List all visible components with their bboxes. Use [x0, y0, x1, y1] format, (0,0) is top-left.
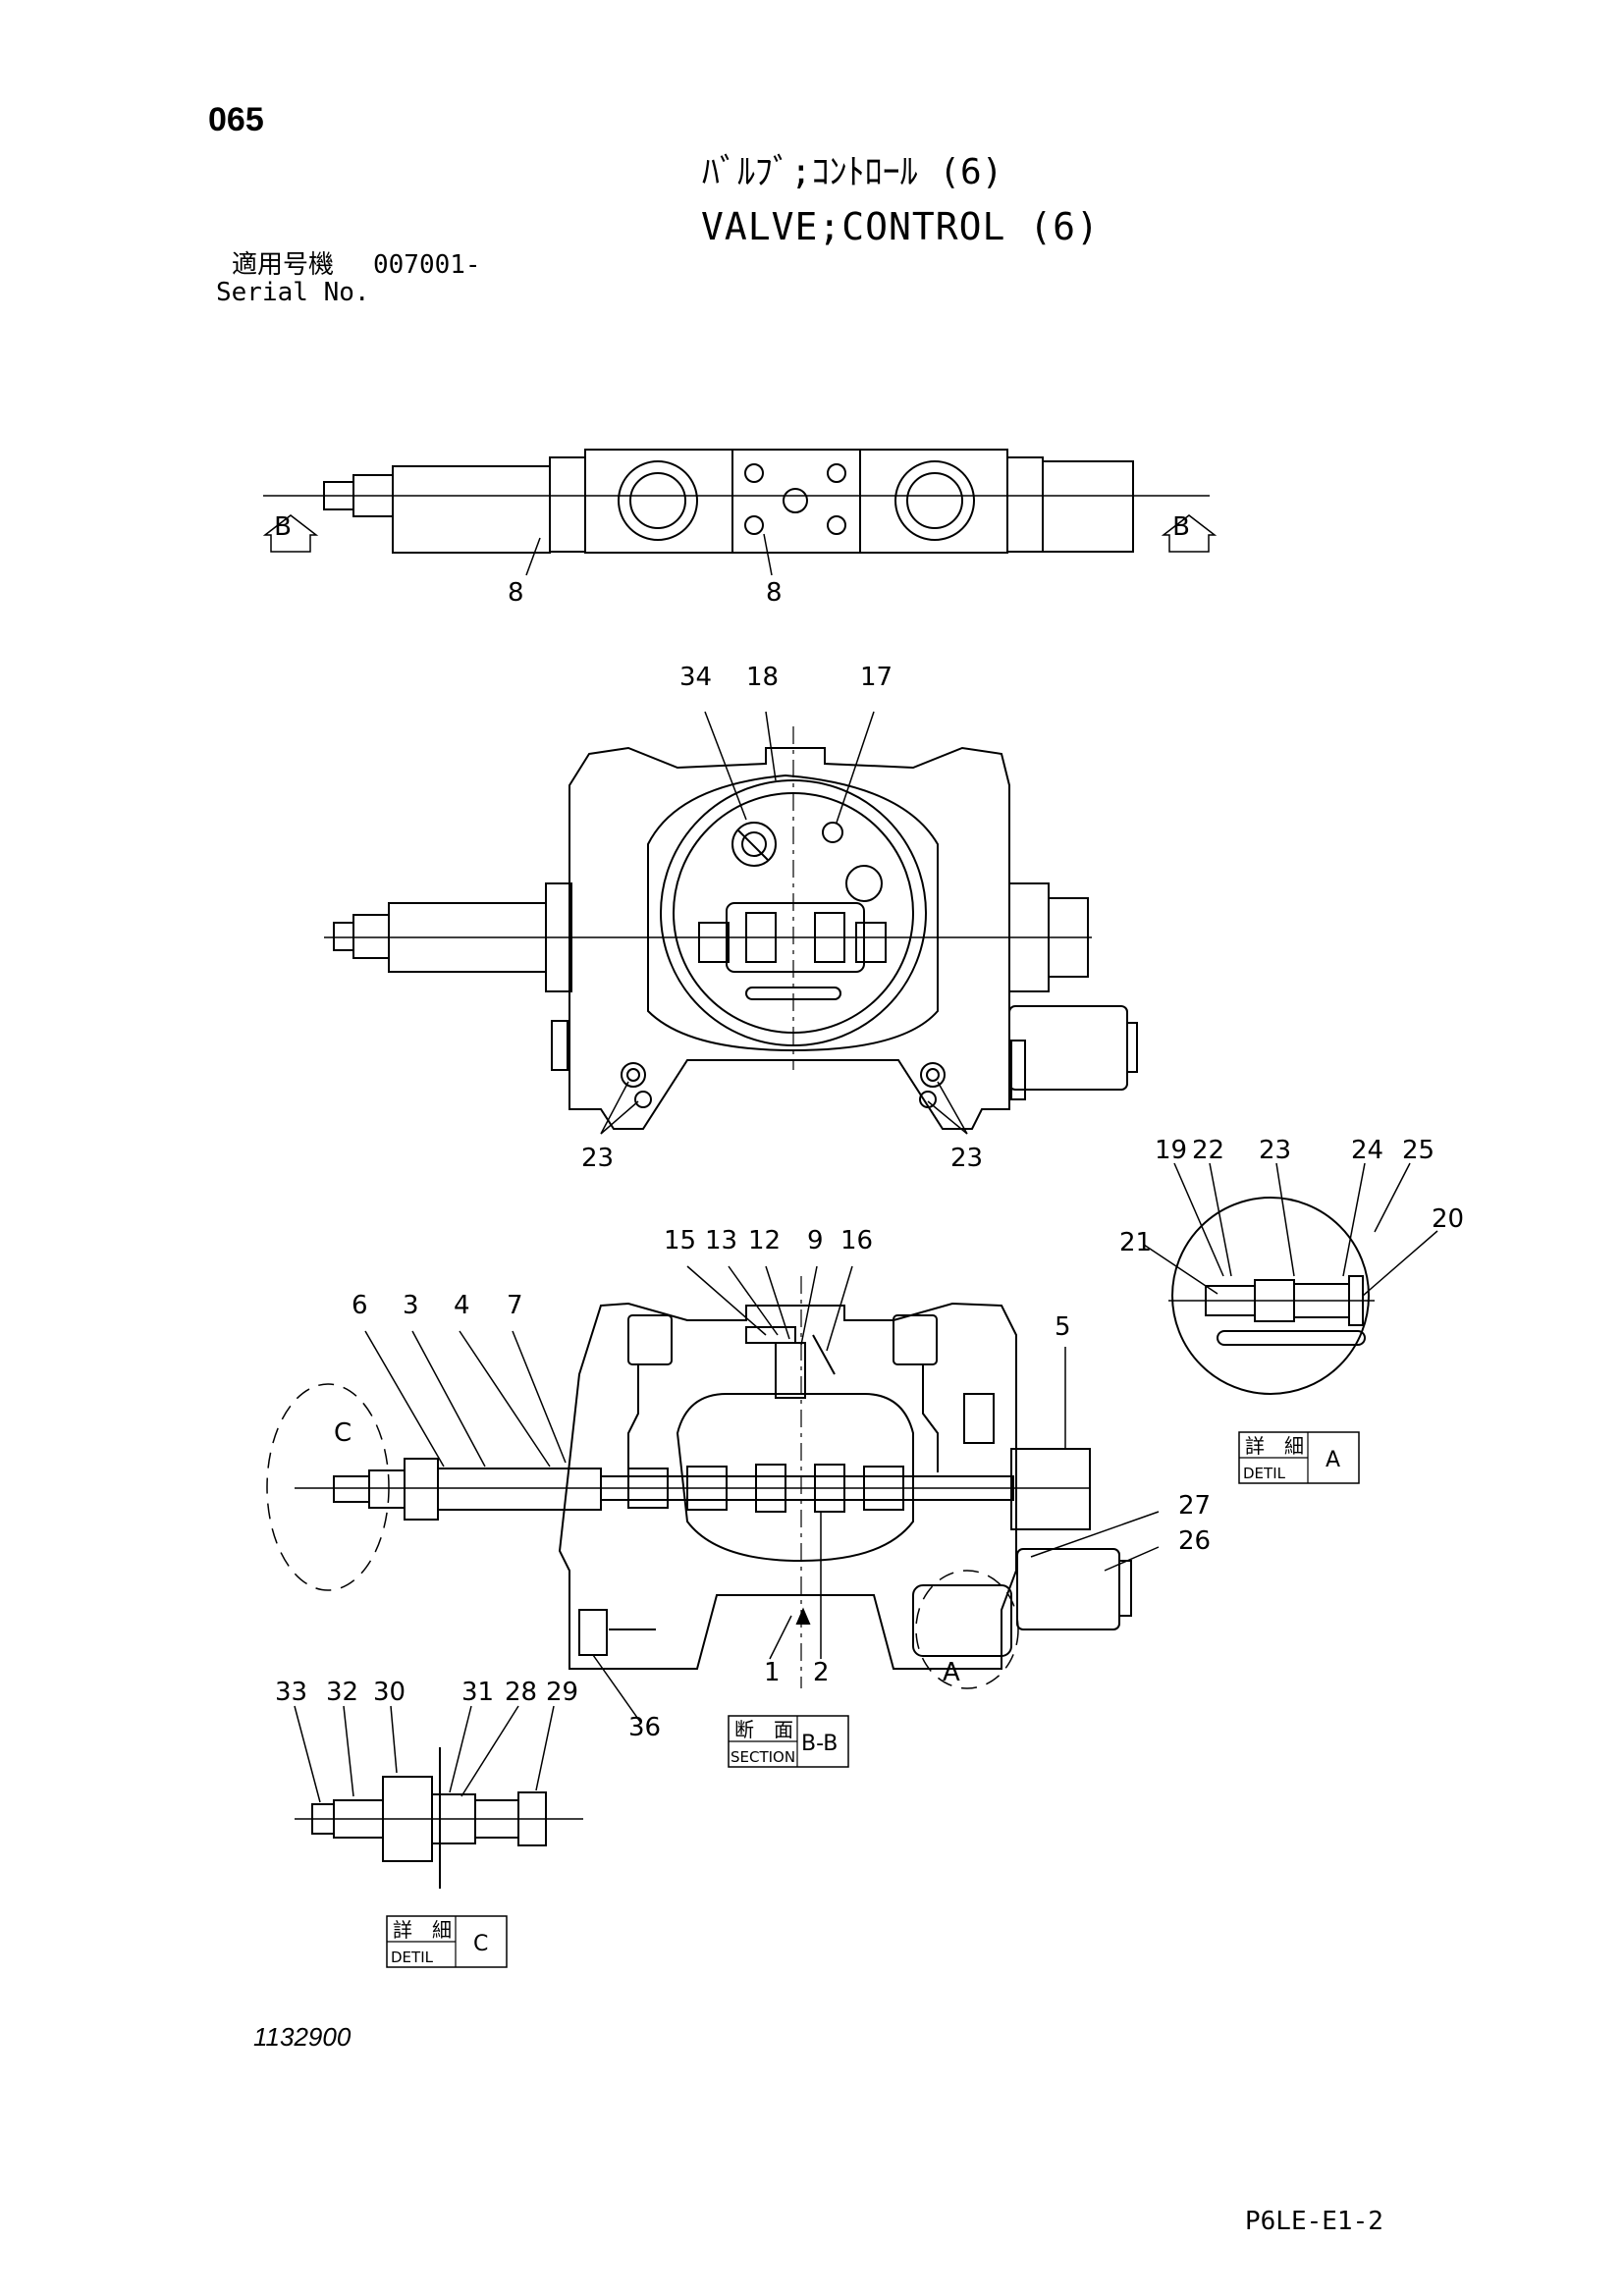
callout-1: 1 — [764, 1658, 781, 1687]
detail-c-box-jp: 詳 細 — [393, 1918, 452, 1942]
callout-26: 26 — [1178, 1526, 1211, 1556]
section-bb-box — [728, 1715, 849, 1768]
callout-4: 4 — [454, 1291, 470, 1320]
detail-a-box-jp: 詳 細 — [1245, 1434, 1304, 1458]
callout-34: 34 — [679, 663, 712, 692]
front-view — [324, 711, 1138, 1135]
title-english: VALVE;CONTROL (6) — [701, 205, 1100, 248]
callout-24: 24 — [1351, 1136, 1383, 1165]
callout-8-right: 8 — [766, 578, 783, 608]
callout-5: 5 — [1055, 1312, 1071, 1342]
callout-19: 19 — [1155, 1136, 1187, 1165]
serial-value: 007001- — [373, 250, 481, 280]
callout-23-right: 23 — [950, 1144, 983, 1173]
detail-c-view — [294, 1705, 583, 1889]
detail-c-marker: C — [334, 1418, 352, 1448]
serial-label-japanese: 適用号機 — [232, 250, 335, 280]
detail-c-box — [386, 1915, 508, 1968]
callout-31: 31 — [461, 1678, 494, 1707]
callout-36: 36 — [628, 1713, 661, 1742]
callout-30: 30 — [373, 1678, 406, 1707]
callout-28: 28 — [505, 1678, 537, 1707]
callout-23-left: 23 — [581, 1144, 614, 1173]
callout-17: 17 — [860, 663, 893, 692]
detail-a-box-letter: A — [1326, 1448, 1340, 1472]
detail-a-box — [1238, 1431, 1360, 1484]
callout-2: 2 — [813, 1658, 830, 1687]
sheet-code: P6LE-E1-2 — [1245, 2207, 1383, 2236]
title-japanese: ﾊﾞﾙﾌﾞ;ｺﾝﾄﾛｰﾙ (6) — [702, 152, 1003, 192]
callout-21: 21 — [1119, 1228, 1152, 1257]
page-number: 065 — [208, 101, 264, 138]
callout-6: 6 — [352, 1291, 368, 1320]
section-box-en: SECTION — [731, 1748, 795, 1766]
callout-29: 29 — [546, 1678, 578, 1707]
callout-18: 18 — [746, 663, 779, 692]
callout-3: 3 — [403, 1291, 419, 1320]
callout-23-detail-a: 23 — [1259, 1136, 1291, 1165]
callout-13: 13 — [705, 1226, 737, 1255]
callout-32: 32 — [326, 1678, 358, 1707]
callout-8-left: 8 — [508, 578, 524, 608]
section-marker-left: B — [274, 512, 292, 542]
detail-a-marker: A — [943, 1658, 960, 1687]
section-box-letter: B-B — [801, 1732, 838, 1756]
drawing-number: 1132900 — [253, 2022, 352, 2052]
callout-22: 22 — [1192, 1136, 1224, 1165]
callout-7: 7 — [507, 1291, 523, 1320]
callout-33: 33 — [275, 1678, 307, 1707]
section-box-jp: 断 面 — [734, 1718, 793, 1741]
detail-c-box-en: DETIL — [391, 1949, 434, 1966]
callout-9: 9 — [807, 1226, 824, 1255]
callout-27: 27 — [1178, 1491, 1211, 1521]
detail-a-box-en: DETIL — [1243, 1465, 1286, 1482]
callout-15: 15 — [664, 1226, 696, 1255]
callout-25: 25 — [1402, 1136, 1435, 1165]
top-view — [262, 449, 1218, 576]
section-bb-view — [266, 1265, 1160, 1723]
callout-20: 20 — [1432, 1204, 1464, 1234]
serial-label-english: Serial No. — [216, 278, 370, 307]
callout-12: 12 — [748, 1226, 781, 1255]
detail-c-box-letter: C — [473, 1932, 488, 1956]
callout-16: 16 — [840, 1226, 873, 1255]
detail-a-view — [1143, 1162, 1438, 1395]
section-marker-right: B — [1172, 512, 1190, 542]
